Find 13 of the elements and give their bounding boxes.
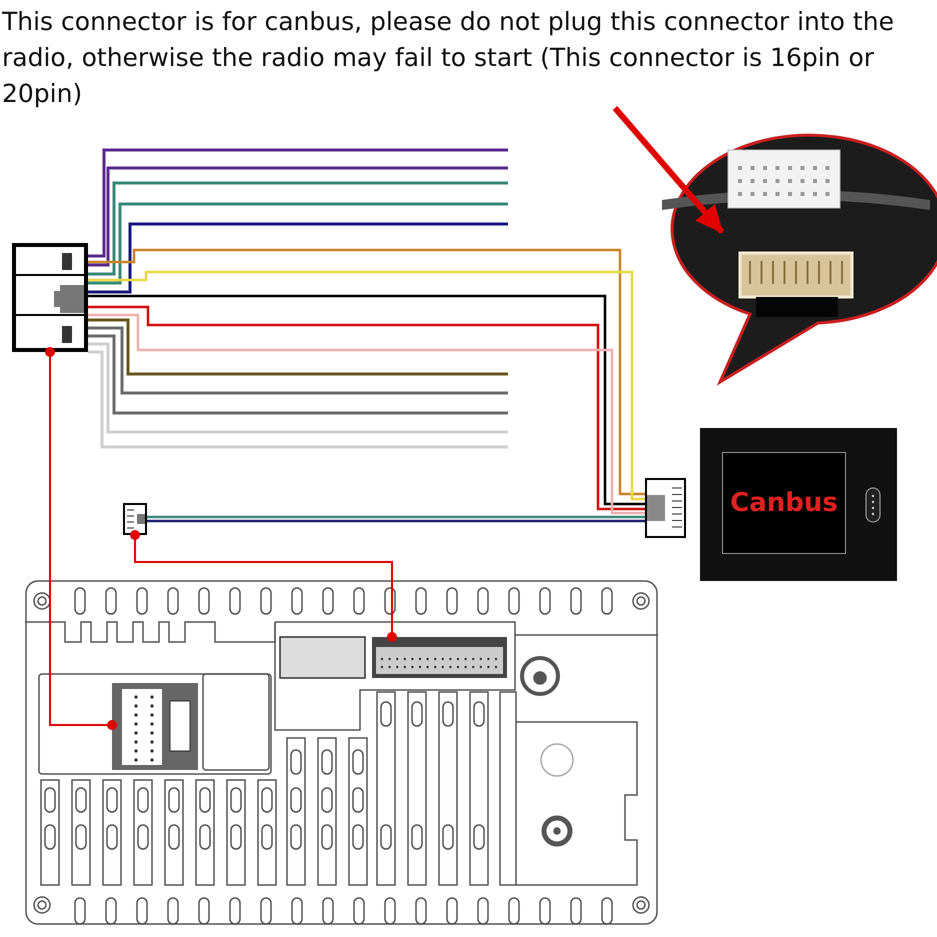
radio-harness-socket-drawing xyxy=(372,637,507,678)
radio-iso-socket-drawing xyxy=(112,683,198,770)
module-label: Canbus xyxy=(730,488,838,518)
harness-connector-drawing xyxy=(12,243,88,352)
leader-line xyxy=(130,530,397,642)
leader-line xyxy=(45,347,117,730)
wire xyxy=(147,520,645,522)
arrow xyxy=(612,106,724,234)
warning-note: This connector is for canbus, please do not plug this connector into the radio, otherwise the radio may fail to start (This connector is 16pin or 20pin) xyxy=(2,6,895,110)
wire xyxy=(147,516,645,518)
small-plug-drawing xyxy=(123,503,147,535)
canbus-module xyxy=(700,428,897,581)
canbus-plug-drawing xyxy=(645,478,686,538)
